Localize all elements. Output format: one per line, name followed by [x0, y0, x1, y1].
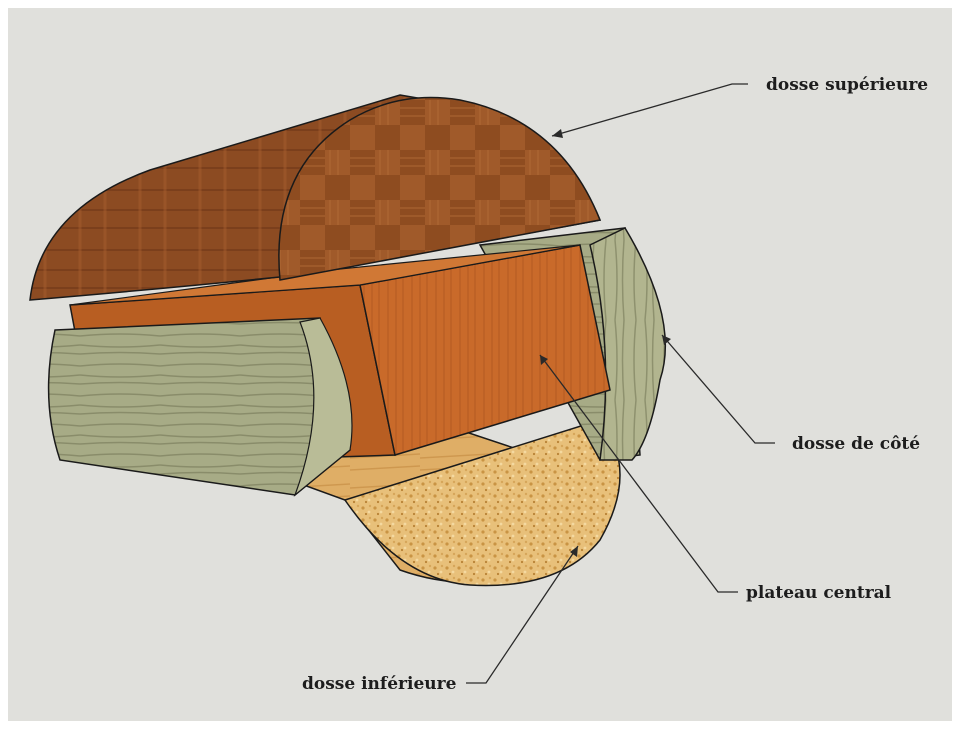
label-bottom-slab: dosse inférieure — [302, 676, 456, 693]
leader-side — [662, 335, 775, 443]
label-side-slab: dosse de côté — [792, 436, 920, 453]
left-side-slab — [49, 318, 352, 495]
leader-top — [552, 84, 748, 136]
label-center-board: plateau central — [746, 585, 891, 602]
arrowhead-top — [552, 129, 563, 138]
label-top-slab: dosse supérieure — [766, 77, 928, 94]
